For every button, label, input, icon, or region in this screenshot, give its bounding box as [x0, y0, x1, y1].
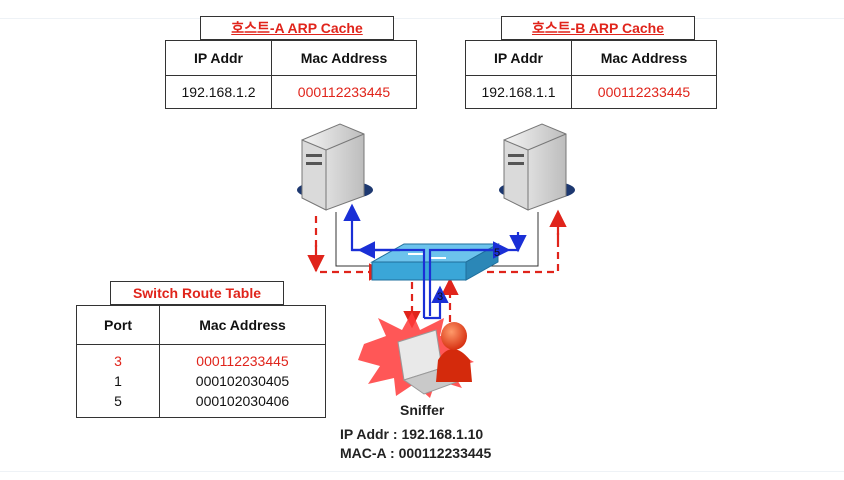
switch-mac-cell: 000112233445 [159, 344, 326, 371]
sniffer-label: Sniffer [400, 402, 445, 418]
real-path [343, 203, 527, 320]
server-icon [499, 123, 575, 211]
hacker-icon [436, 322, 472, 382]
switch-mac-cell: 000102030406 [159, 391, 326, 418]
bottom-divider [0, 471, 844, 472]
table-row: 1 000102030405 [76, 371, 326, 391]
port-3-label: 3 [437, 291, 443, 303]
top-divider [0, 18, 844, 19]
switch-port-cell: 5 [76, 391, 160, 418]
table-row: 3 000112233445 [76, 344, 326, 371]
cable-lines [335, 212, 539, 267]
host-a-cache-title: 호스트-A ARP Cache [200, 16, 394, 40]
host-b-col-ip: IP Addr [465, 40, 572, 76]
switch-route-table: Port Mac Address 3 000112233445 1 000102… [76, 305, 326, 418]
host-b-mac-cell: 000112233445 [571, 75, 717, 109]
host-a-arp-table: IP Addr Mac Address 192.168.1.2 00011223… [165, 40, 417, 109]
sniffer-ip: IP Addr : 192.168.1.10 [340, 426, 484, 442]
server-icon [297, 123, 373, 211]
switch-port-cell: 3 [76, 344, 160, 371]
host-b-cache-title: 호스트-B ARP Cache [501, 16, 695, 40]
host-b-arp-table: IP Addr Mac Address 192.168.1.1 00011223… [465, 40, 717, 109]
host-b-ip-cell: 192.168.1.1 [465, 75, 572, 109]
spoofed-path [307, 209, 567, 329]
host-a-ip-cell: 192.168.1.2 [165, 75, 272, 109]
table-row: 5 000102030406 [76, 391, 326, 418]
host-a-mac-cell: 000112233445 [271, 75, 417, 109]
switch-col-port: Port [76, 305, 160, 345]
switch-mac-cell: 000102030405 [159, 371, 326, 391]
switch-table-title: Switch Route Table [110, 281, 284, 305]
switch-col-mac: Mac Address [159, 305, 326, 345]
port-5-label: 5 [494, 247, 500, 259]
sniffer-mac: MAC-A : 000112233445 [340, 445, 492, 461]
